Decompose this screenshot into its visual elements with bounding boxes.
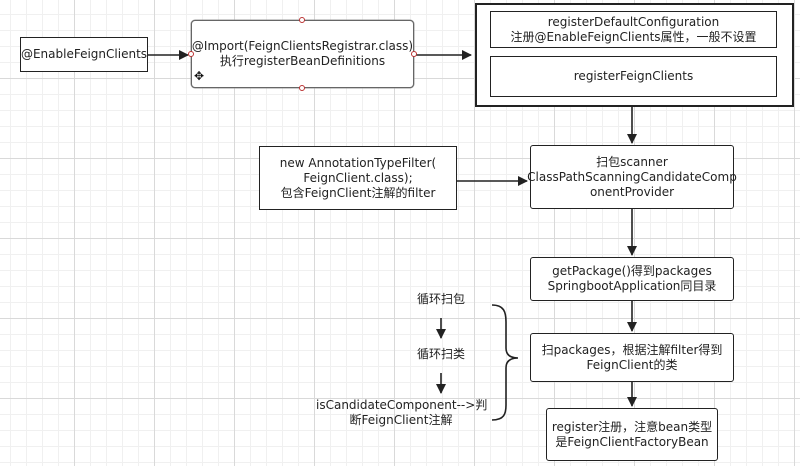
loop-step1-label: 循环扫包 (416, 292, 465, 306)
register-feign-clients-node[interactable]: registerFeignClients (490, 56, 777, 97)
annotation-filter-line1: new AnnotationTypeFilter( (279, 155, 437, 170)
loop-step3-line2: 断FeignClient注解 (349, 413, 453, 427)
scan-packages-line1: 扫packages，根据注解filter得到 (541, 342, 723, 357)
get-package-line2: SpringbootApplication同目录 (547, 279, 717, 293)
import-registrar-line2: 执行registerBeanDefinitions (219, 54, 386, 68)
enable-feign-clients-node[interactable]: @EnableFeignClients (20, 37, 148, 72)
get-package-node[interactable]: getPackage()得到packages SpringbootApplica… (530, 257, 734, 301)
move-icon[interactable]: ✥ (193, 69, 205, 83)
annotation-filter-node[interactable]: new AnnotationTypeFilter( FeignClient.cl… (259, 146, 457, 210)
loop-step-candidate-check[interactable]: isCandidateComponent-->判 断FeignClient注解 (316, 398, 488, 428)
annotation-filter-line3: 包含FeignClient注解的filter (280, 185, 436, 200)
scanner-line3: onentProvider (589, 184, 675, 199)
scanner-node[interactable]: 扫包scanner ClassPathScanningCandidateComp… (527, 145, 737, 209)
register-bean-line1: register注册，注意bean类型 (551, 419, 713, 434)
loop-step-scan-packages[interactable]: 循环扫包 (401, 292, 481, 307)
register-default-line2: 注册@EnableFeignClients属性，一般不设置 (510, 29, 757, 44)
import-registrar-line1: @Import(FeignClientsRegistrar.class) (191, 39, 414, 53)
loop-brace (491, 304, 519, 421)
selection-handle-bottom[interactable] (299, 85, 305, 91)
selection-handle-right[interactable] (411, 51, 417, 57)
scanner-line1: 扫包scanner (596, 154, 668, 169)
selection-handle-top[interactable] (299, 17, 305, 23)
loop-step-scan-classes[interactable]: 循环扫类 (401, 347, 481, 362)
loop-step2-label: 循环扫类 (416, 347, 465, 361)
register-feign-clients-label: registerFeignClients (573, 69, 694, 83)
scan-packages-node[interactable]: 扫packages，根据注解filter得到 FeignClient的类 (530, 333, 734, 382)
annotation-filter-line2: FeignClient.class); (303, 170, 413, 185)
get-package-line1: getPackage()得到packages (552, 264, 712, 278)
import-registrar-node[interactable]: @Import(FeignClientsRegistrar.class) 执行r… (191, 20, 414, 88)
register-default-configuration-node[interactable]: registerDefaultConfiguration 注册@EnableFe… (490, 11, 777, 48)
register-default-line1: registerDefaultConfiguration (547, 14, 720, 29)
selection-handle-left[interactable] (188, 51, 194, 57)
register-bean-node[interactable]: register注册，注意bean类型 是FeignClientFactoryB… (546, 408, 718, 461)
enable-feign-clients-label: @EnableFeignClients (20, 47, 148, 61)
register-bean-line2: 是FeignClientFactoryBean (555, 434, 709, 449)
scan-packages-line2: FeignClient的类 (586, 357, 678, 372)
scanner-line2: ClassPathScanningCandidateComp (527, 169, 737, 184)
loop-step3-line1: isCandidateComponent-->判 (316, 398, 488, 412)
